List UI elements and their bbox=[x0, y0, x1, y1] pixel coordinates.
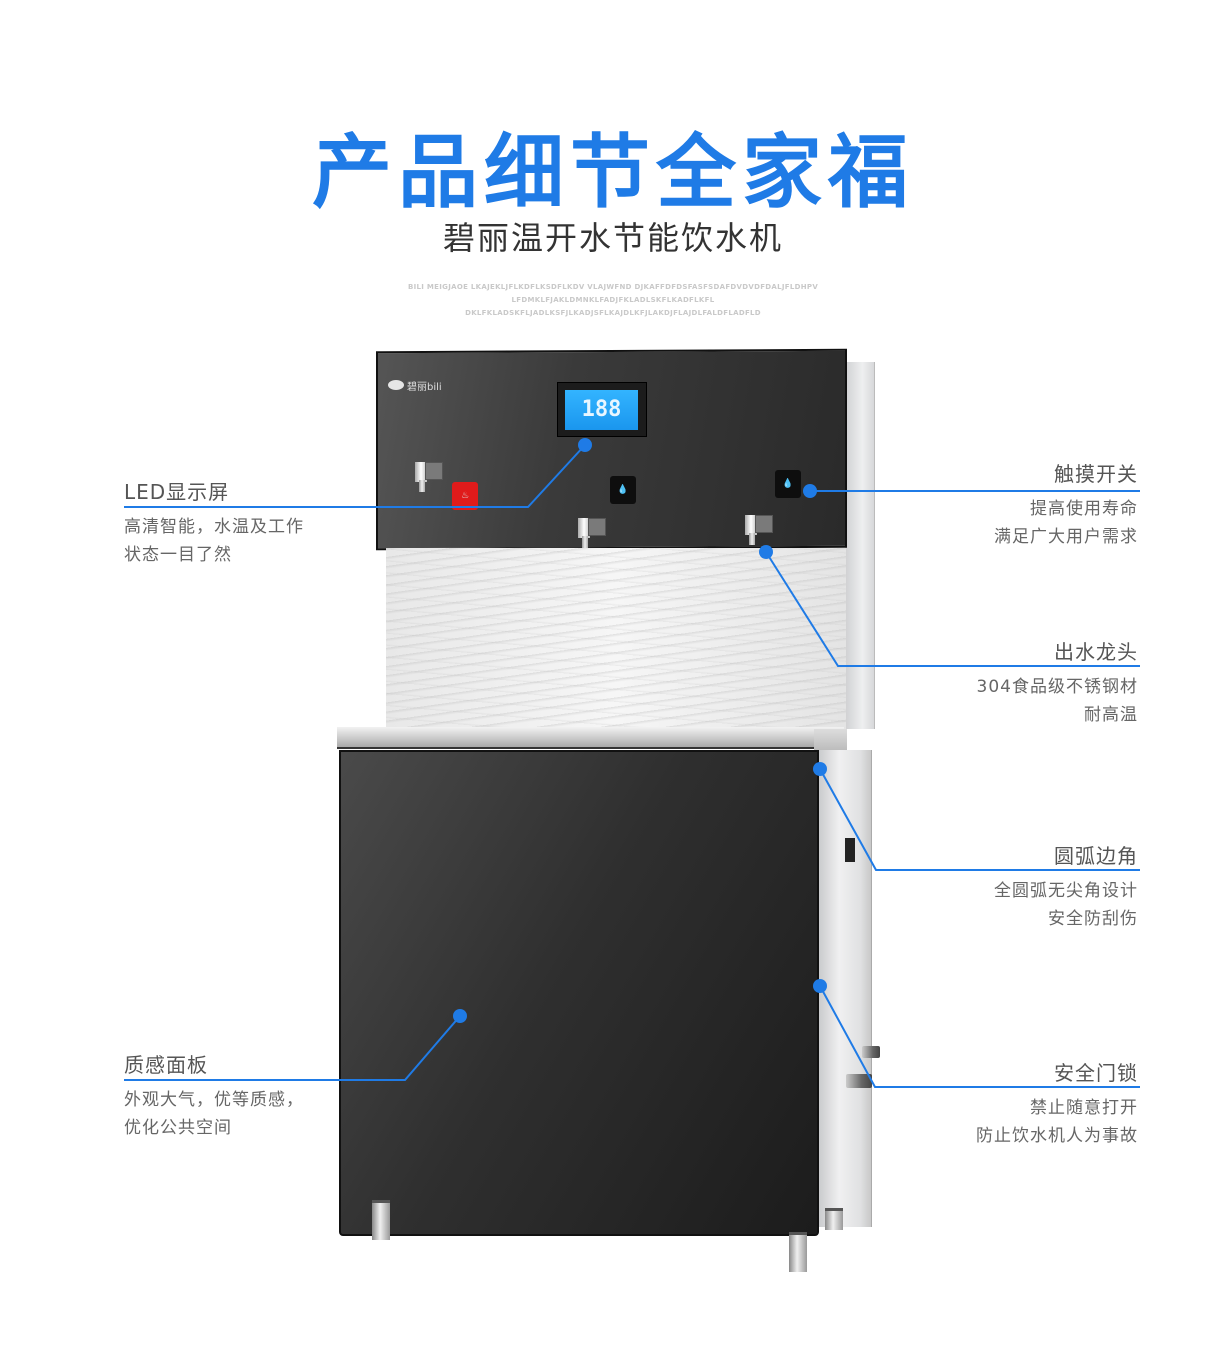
counter-top bbox=[337, 727, 844, 749]
lock-callout-dot bbox=[813, 979, 827, 993]
front-panel bbox=[339, 750, 819, 1236]
door-lock[interactable] bbox=[846, 1074, 872, 1088]
tagline-line-3: DKLFKLADSKFLJADLKSFJLKADJSFLKAJDLKFJLAKD… bbox=[465, 309, 761, 317]
door-lock-small bbox=[862, 1046, 880, 1058]
tagline-line-1: BILI MEIGJAOE LKAJEKLJFLKDFLKSDFLKDV VLA… bbox=[407, 283, 819, 291]
callout-faucet-desc: 304食品级不锈钢材 耐高温 bbox=[976, 677, 1138, 725]
led-callout-dot bbox=[578, 438, 592, 452]
callout-touch-desc: 提高使用寿命 满足广大用户需求 bbox=[994, 499, 1138, 547]
counter-side bbox=[814, 729, 847, 751]
faucet-middle bbox=[578, 518, 608, 550]
page-subtitle: 碧丽温开水节能饮水机 bbox=[442, 219, 783, 257]
warm-water-button[interactable]: 💧 bbox=[610, 476, 636, 504]
panel-callout-dot bbox=[453, 1009, 467, 1023]
leg-front-right bbox=[789, 1232, 807, 1272]
side-vent bbox=[845, 838, 855, 862]
leg-back-right bbox=[825, 1208, 843, 1230]
upper-side-panel bbox=[845, 362, 875, 729]
logo-mark-icon bbox=[388, 380, 404, 390]
lower-side-panel bbox=[818, 750, 872, 1227]
faucet-left bbox=[415, 462, 445, 494]
callout-lock-desc: 禁止随意打开 防止饮水机人为事故 bbox=[976, 1098, 1138, 1146]
faucet-callout-dot bbox=[759, 545, 773, 559]
water-drop-icon: 💧 bbox=[617, 485, 629, 495]
callout-lock: 安全门锁 bbox=[1054, 1061, 1138, 1085]
corner-callout-dot bbox=[813, 762, 827, 776]
callout-faucet: 出水龙头 bbox=[1054, 640, 1138, 664]
callout-panel-desc: 外观大气，优等质感， 优化公共空间 bbox=[124, 1090, 304, 1138]
leg-front-left bbox=[372, 1200, 390, 1240]
callout-led-desc: 高清智能，水温及工作 状态一目了然 bbox=[124, 517, 304, 565]
touch-switch-button[interactable]: 💧 bbox=[775, 470, 801, 498]
callout-corner-desc: 全圆弧无尖角设计 安全防刮伤 bbox=[994, 881, 1138, 929]
tagline-line-2: LFDMKLFJAKLDMNKLFADJFKLADLSKFLKADFLKFL bbox=[511, 296, 715, 304]
led-display: 188 bbox=[565, 390, 638, 430]
callout-corner: 圆弧边角 bbox=[1054, 844, 1138, 868]
callout-panel: 质感面板 bbox=[124, 1053, 208, 1077]
page-title: 产品细节全家福 bbox=[312, 126, 914, 219]
flame-icon: ♨ bbox=[460, 491, 470, 501]
callout-led: LED显示屏 bbox=[124, 480, 230, 504]
touch-callout-dot bbox=[803, 484, 817, 498]
faucet-right bbox=[745, 515, 775, 547]
hot-water-button[interactable]: ♨ bbox=[452, 482, 478, 510]
marble-backsplash bbox=[386, 548, 846, 730]
water-drop-icon: 💧 bbox=[782, 479, 794, 489]
brand-logo: 碧丽bili bbox=[388, 378, 442, 393]
callout-touch: 触摸开关 bbox=[1054, 462, 1138, 486]
